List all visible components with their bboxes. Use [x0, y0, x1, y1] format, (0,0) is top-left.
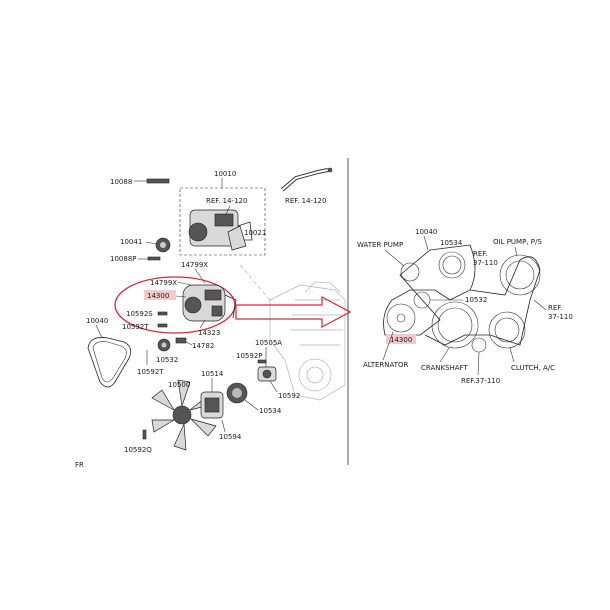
label-10088: 10088: [110, 178, 132, 186]
label-crankshaft: CRANKSHAFT: [421, 364, 468, 372]
label-10088p: 10088P: [110, 255, 137, 263]
label-10592p: 10592P: [236, 352, 263, 360]
pulley-water-pump: [400, 262, 420, 282]
pulley-10534-right: [438, 251, 466, 279]
tensioner-10505a: [257, 366, 277, 382]
label-10041: 10041: [120, 238, 142, 246]
label-14799x-a: 14799X: [181, 261, 208, 269]
label-10040-right: 10040: [415, 228, 437, 236]
fan-clutch-10514: [200, 391, 224, 419]
label-10505a: 10505A: [255, 339, 282, 347]
pulley-oil-pump: [499, 254, 541, 296]
label-10592s: 10592S: [126, 310, 153, 318]
pulley-clutch-ac: [488, 311, 526, 349]
label-10010: 10010: [214, 170, 236, 178]
label-14300-right: 14300: [390, 336, 412, 344]
power-steering-pump: [188, 209, 253, 247]
label-ref-37-110-a-1: REF.: [473, 250, 487, 258]
label-ref-37-110-b-1: REF.: [548, 304, 562, 312]
label-alternator: ALTERNATOR: [363, 361, 409, 369]
engine-block-outline: [239, 264, 346, 401]
label-10532: 10532: [156, 356, 178, 364]
pulley-crankshaft: [431, 301, 479, 349]
label-10592q: 10592Q: [124, 446, 152, 454]
label-14799x-b: 14799X: [150, 279, 177, 287]
pressure-hose: [280, 167, 333, 192]
label-10592t-a: 10592T: [122, 323, 149, 331]
label-clutch-ac: CLUTCH, A/C: [511, 364, 555, 372]
label-ref-14-120-a: REF. 14-120: [206, 197, 247, 205]
label-10592: 10592: [278, 392, 300, 400]
label-10040: 10040: [86, 317, 108, 325]
label-water-pump: WATER PUMP: [357, 241, 403, 249]
fr-label: FR: [75, 461, 84, 469]
label-10592t-b: 10592T: [137, 368, 164, 376]
label-14323: 14323: [198, 329, 220, 337]
label-10534-right: 10534: [440, 239, 463, 247]
pulley-alternator: [386, 303, 416, 333]
pulley-tensioner: [471, 337, 487, 353]
left-exploded-view: 10088 10010 REF. 14-120 REF. 14-120 1002…: [75, 167, 333, 469]
label-oil-pump: OIL PUMP, P/S: [493, 238, 542, 246]
drive-belt-10040: [87, 337, 132, 388]
belt-routing-diagram: 10040 WATER PUMP 10534 OIL PUMP, P/S REF…: [357, 228, 573, 385]
label-ref-37-110-b-2: 37-110: [548, 313, 573, 321]
label-10514: 10514: [201, 370, 224, 378]
label-10594: 10594: [219, 433, 242, 441]
label-ref-37-110-c: REF.37-110: [461, 377, 500, 385]
label-14300: 14300: [147, 292, 169, 300]
label-10500: 10500: [168, 381, 190, 389]
bolt-10088: [134, 178, 170, 184]
callout-arrow: [235, 295, 352, 329]
label-ref-14-120-b: REF. 14-120: [285, 197, 326, 205]
alternator-assembly: [182, 284, 237, 322]
label-ref-37-110-a-2: 37-110: [473, 259, 498, 267]
label-10532-right: 10532: [465, 296, 487, 304]
label-10021: 10021: [244, 229, 266, 237]
label-10534: 10534: [259, 407, 282, 415]
label-14782: 14782: [192, 342, 214, 350]
